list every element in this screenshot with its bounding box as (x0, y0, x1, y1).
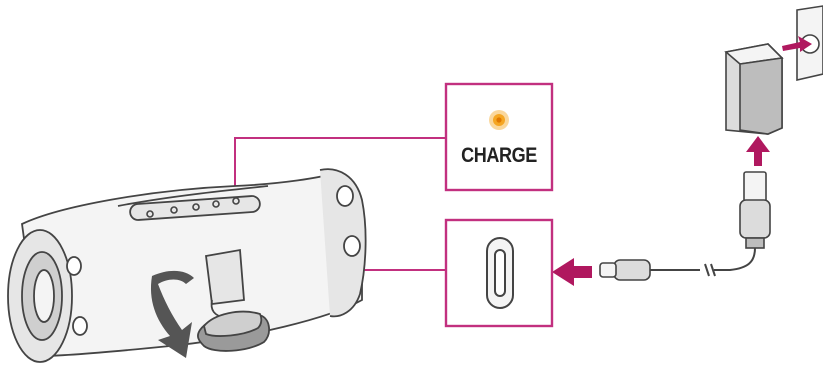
charge-callout-box (444, 82, 554, 192)
arrow-to-outlet (782, 36, 812, 52)
usb-cable (650, 247, 756, 277)
ac-adapter (724, 43, 784, 135)
arrow-to-port (552, 258, 592, 286)
usb-a-plug (739, 171, 771, 249)
charge-indicator-icon (489, 110, 509, 130)
open-cover-arrow (150, 270, 194, 358)
charge-label: CHARGE (461, 144, 537, 167)
speaker (7, 168, 367, 363)
arrow-to-adapter (746, 136, 770, 166)
usb-c-port-icon (486, 237, 514, 309)
usb-c-plug (599, 259, 651, 281)
port-cover (197, 248, 270, 352)
